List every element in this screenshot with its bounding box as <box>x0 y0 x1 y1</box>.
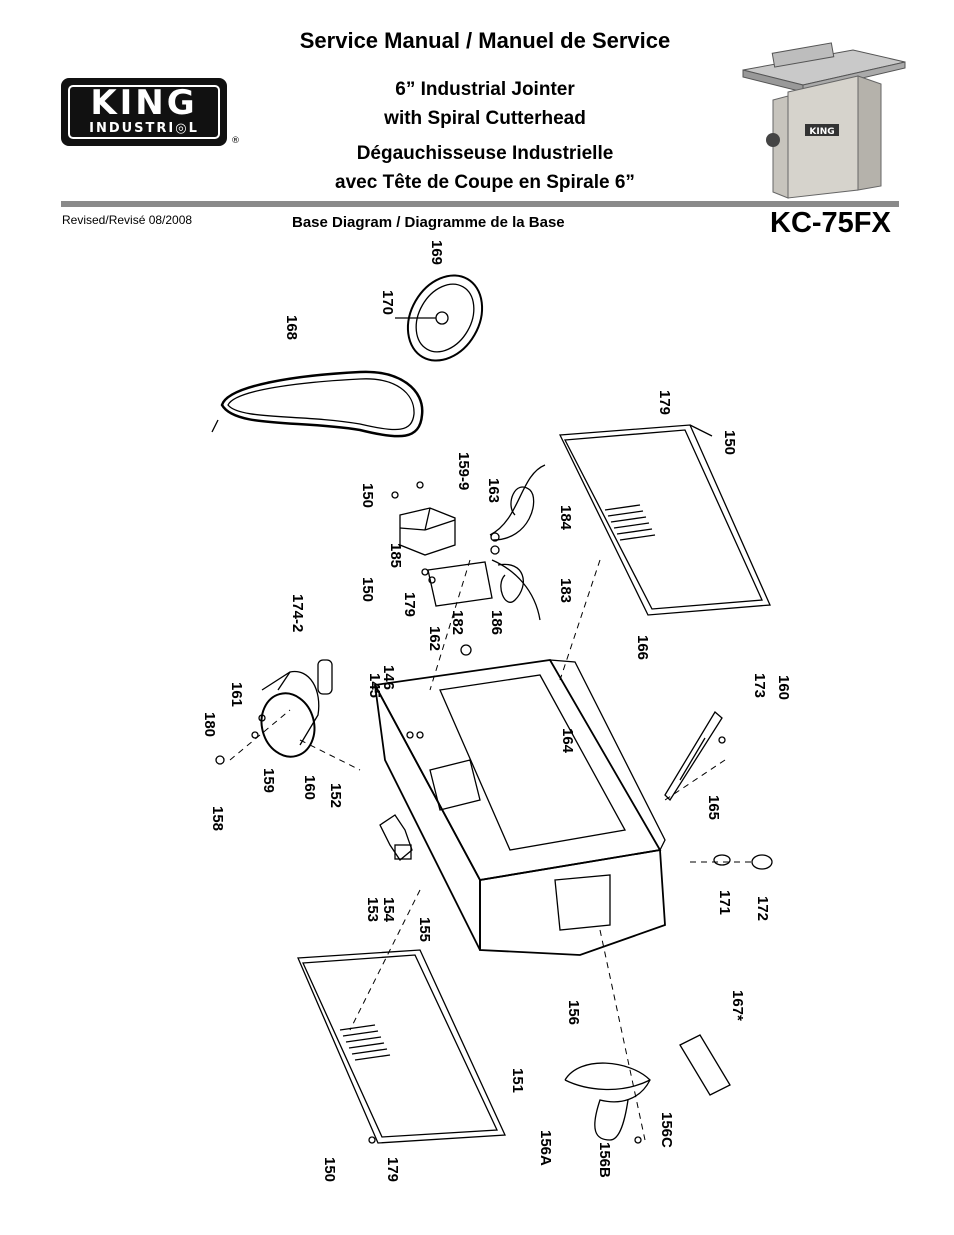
part-label: 163 <box>485 478 502 503</box>
part-label: 182 <box>449 610 466 635</box>
part-label: 180 <box>201 712 218 737</box>
part-labels: 170 169 168 179 150 150 159-9 163 184 18… <box>201 240 792 1182</box>
part-label: 156C <box>658 1112 675 1148</box>
diagram-subtitle: Base Diagram / Diagramme de la Base <box>292 214 565 231</box>
part-label: 168 <box>283 315 300 340</box>
registered-mark: ® <box>231 136 240 146</box>
header-divider <box>61 201 899 207</box>
switch-box <box>399 507 456 556</box>
logo-brand: KING <box>90 83 198 123</box>
part-label: 162 <box>426 626 443 651</box>
part-label: 159-9 <box>455 452 472 490</box>
switch-plate <box>427 561 493 607</box>
part-label: 172 <box>754 896 771 921</box>
side-panel-front <box>297 949 506 1144</box>
page-title: Service Manual / Manuel de Service <box>299 28 671 53</box>
product-name-fr-line2: avec Tête de Coupe en Spirale 6” <box>335 172 635 193</box>
part-label: 145 <box>366 673 383 698</box>
vent-slots-rear <box>604 504 656 541</box>
product-name-en-line2: with Spiral Cutterhead <box>384 108 586 129</box>
part-label: 156 <box>565 1000 582 1025</box>
vent-slots-front <box>339 1024 391 1061</box>
power-cord-184 <box>489 464 546 536</box>
model-number: KC-75FX <box>770 207 891 239</box>
part-label: 169 <box>428 240 445 265</box>
part-label: 183 <box>557 578 574 603</box>
cover-plate <box>679 1034 731 1096</box>
v-belt <box>220 370 424 438</box>
part-label: 186 <box>488 610 505 635</box>
capacitor <box>317 659 333 695</box>
part-label: 179 <box>401 592 418 617</box>
part-label: 166 <box>634 635 651 660</box>
part-label: 184 <box>557 505 574 531</box>
adjust-rail <box>664 711 723 802</box>
logo-frame <box>68 85 220 139</box>
part-label: 171 <box>716 890 733 915</box>
part-label: 146 <box>380 665 397 690</box>
part-label: 160 <box>301 775 318 800</box>
part-label: 150 <box>721 430 738 455</box>
machine-badge: KING <box>809 127 834 137</box>
part-label: 158 <box>209 806 226 831</box>
part-label: 155 <box>416 917 433 942</box>
part-label: 150 <box>321 1157 338 1182</box>
part-label: 170 <box>379 290 396 315</box>
part-label: 153 <box>364 897 381 922</box>
part-label: 167* <box>729 990 746 1021</box>
diagram-drawing <box>211 274 773 1144</box>
part-label: 174-2 <box>289 594 306 632</box>
part-label: 161 <box>228 682 245 707</box>
jointer-machine-illustration: KING <box>742 42 906 199</box>
leveling-foot-172 <box>751 854 773 870</box>
part-label: 159 <box>260 768 277 793</box>
part-label: 152 <box>327 783 344 808</box>
part-label: 156B <box>596 1142 613 1178</box>
product-name-en-line1: 6” Industrial Jointer <box>395 79 575 100</box>
product-name-fr-line1: Dégauchisseuse Industrielle <box>356 143 614 164</box>
logo-sub: INDUSTRI◎L <box>89 121 199 136</box>
dust-chute <box>564 1062 651 1141</box>
base-exploded-diagram: 170 169 168 179 150 150 159-9 163 184 18… <box>201 240 792 1182</box>
part-label: 164 <box>559 728 576 754</box>
cabinet-side-opening <box>429 759 481 811</box>
cabinet-front-opening <box>554 874 611 931</box>
part-label: 165 <box>705 795 722 820</box>
king-industrial-logo: KING INDUSTRI◎L <box>61 78 227 146</box>
part-label: 173 <box>751 673 768 698</box>
part-label: 154 <box>380 897 397 923</box>
part-label: 151 <box>509 1068 526 1093</box>
leveling-foot-171 <box>713 854 731 866</box>
cabinet-top <box>373 659 662 881</box>
side-panel-rear <box>558 424 771 616</box>
cabinet-front-face <box>479 848 666 956</box>
part-label: 179 <box>656 390 673 415</box>
part-label: 150 <box>359 577 376 602</box>
motor-bracket <box>379 814 413 861</box>
motor-pulley <box>406 274 484 362</box>
part-label: 179 <box>384 1157 401 1182</box>
part-label: 185 <box>387 543 404 568</box>
part-label: 150 <box>359 483 376 508</box>
assembly-lines <box>229 559 752 1141</box>
revision-date: Revised/Revisé 08/2008 <box>62 213 193 227</box>
part-label: 160 <box>775 675 792 700</box>
motor <box>260 692 316 758</box>
part-label: 156A <box>537 1130 554 1166</box>
